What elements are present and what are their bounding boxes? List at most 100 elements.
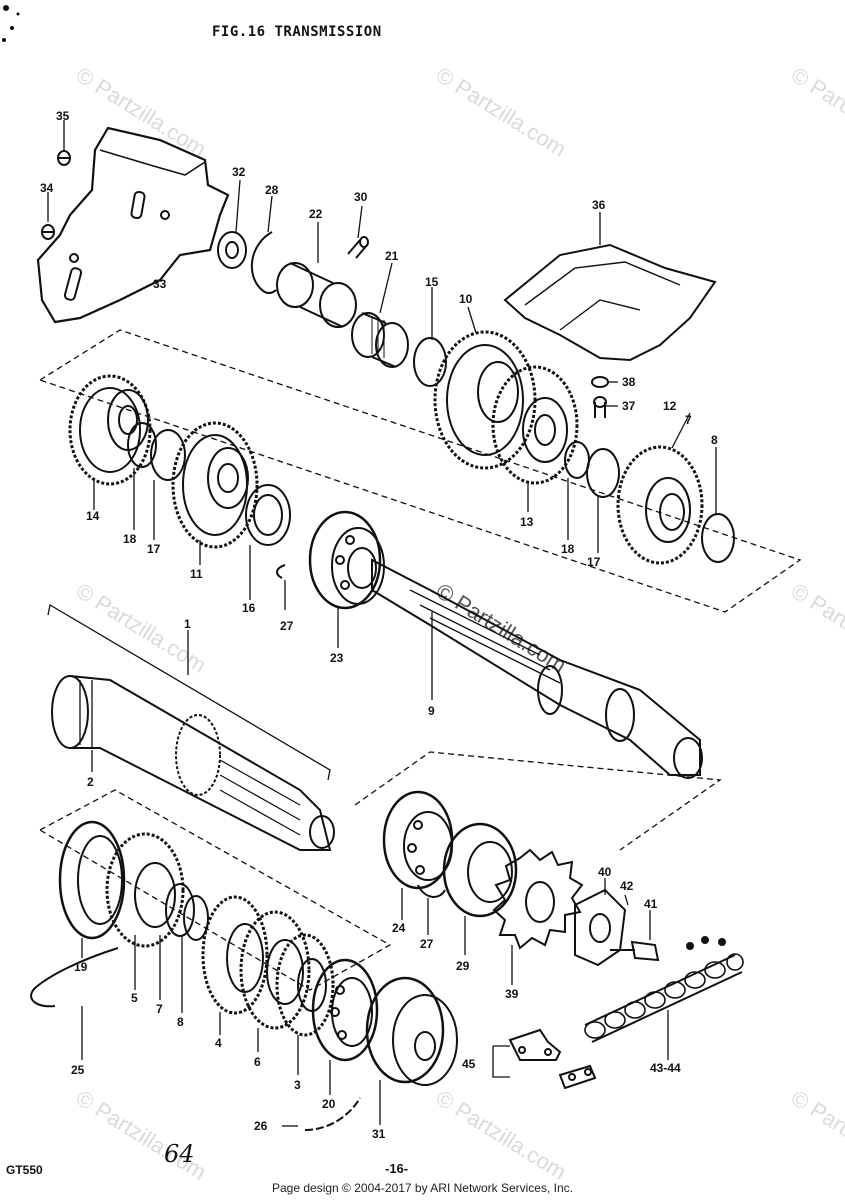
part-label-5: 5 bbox=[131, 991, 138, 1005]
part-label-23: 23 bbox=[330, 651, 344, 665]
part-label-7: 7 bbox=[685, 413, 692, 427]
part-label-1: 1 bbox=[184, 617, 191, 631]
part-label-31: 31 bbox=[372, 1127, 386, 1141]
part-label-40: 40 bbox=[598, 865, 612, 879]
part-label-13: 13 bbox=[520, 515, 534, 529]
part-label-8: 8 bbox=[711, 433, 718, 447]
gear-6 bbox=[239, 910, 311, 1030]
part-label-12: 12 bbox=[663, 399, 677, 413]
scan-specks bbox=[2, 5, 20, 42]
part-label-17: 17 bbox=[147, 542, 161, 556]
circlip-26 bbox=[304, 1097, 361, 1131]
master-link-45 bbox=[508, 1028, 597, 1090]
gear-4 bbox=[201, 895, 269, 1015]
part-label-9: 9 bbox=[428, 704, 435, 718]
bushing-22 bbox=[276, 262, 357, 328]
circlip-27 bbox=[276, 564, 286, 579]
handwritten-note: 64 bbox=[164, 1140, 195, 1168]
part-label-27: 27 bbox=[280, 619, 294, 633]
part-label-27b: 27 bbox=[420, 937, 434, 951]
figure-title: FIG.16 TRANSMISSION bbox=[212, 24, 382, 40]
leader-lines bbox=[47, 120, 717, 1127]
screw-35 bbox=[57, 150, 71, 166]
page-number: -16- bbox=[385, 1161, 409, 1176]
part-label-35: 35 bbox=[56, 109, 70, 123]
needle-bearing-21 bbox=[351, 312, 409, 368]
bolt-37 bbox=[593, 396, 607, 418]
part-label-45: 45 bbox=[462, 1057, 476, 1071]
oil-seal-29 bbox=[442, 822, 518, 918]
washer-16 bbox=[245, 484, 291, 546]
part-label-18b: 18 bbox=[561, 542, 575, 556]
model-code: GT550 bbox=[6, 1163, 43, 1177]
bearing-20 bbox=[311, 958, 379, 1062]
part-label-8b: 8 bbox=[177, 1015, 184, 1029]
sprocket-39 bbox=[492, 848, 584, 950]
countershaft-group-panel bbox=[38, 329, 802, 613]
circlip-8 bbox=[701, 513, 735, 563]
washer-15 bbox=[413, 337, 447, 387]
part-label-19: 19 bbox=[74, 960, 88, 974]
part-label-29: 29 bbox=[456, 959, 470, 973]
part-label-4: 4 bbox=[215, 1036, 222, 1050]
part-label-21: 21 bbox=[385, 249, 399, 263]
part-label-2: 2 bbox=[87, 775, 94, 789]
part-label-33: 33 bbox=[153, 277, 167, 291]
part-label-10: 10 bbox=[459, 292, 473, 306]
gear-19 bbox=[58, 820, 126, 940]
part-label-28: 28 bbox=[265, 183, 279, 197]
part-label-20: 20 bbox=[322, 1097, 336, 1111]
part-label-14: 14 bbox=[86, 509, 100, 523]
guide-plate-36 bbox=[503, 243, 717, 362]
driveshaft-group-panel bbox=[38, 789, 392, 991]
part-label-6: 6 bbox=[254, 1055, 261, 1069]
part-label-15: 15 bbox=[425, 275, 439, 289]
bolt-41 bbox=[610, 940, 660, 962]
part-label-42: 42 bbox=[620, 879, 634, 893]
part-label-37: 37 bbox=[622, 399, 636, 413]
circlip-8b bbox=[183, 895, 209, 941]
part-label-41: 41 bbox=[644, 897, 658, 911]
circlip-28 bbox=[250, 231, 277, 294]
part-label-39: 39 bbox=[505, 987, 519, 1001]
gear-5 bbox=[105, 832, 185, 948]
part-label-3: 3 bbox=[294, 1078, 301, 1092]
sprocket-group-panel bbox=[354, 751, 722, 851]
part-label-30: 30 bbox=[354, 190, 368, 204]
part-label-38: 38 bbox=[622, 375, 636, 389]
part-label-7b: 7 bbox=[156, 1002, 163, 1016]
circlip-25 bbox=[30, 947, 119, 1008]
bracket-plate-33 bbox=[36, 126, 230, 324]
part-label-34: 34 bbox=[40, 181, 54, 195]
bearing-24 bbox=[382, 790, 454, 890]
part-label-43-44: 43-44 bbox=[650, 1061, 681, 1075]
circlip-17 bbox=[150, 429, 186, 481]
circlip-17b bbox=[586, 448, 620, 498]
washer-18 bbox=[127, 422, 157, 468]
gear-7 bbox=[616, 445, 704, 565]
gear-10 bbox=[433, 330, 537, 470]
pin-30 bbox=[347, 236, 369, 259]
part-label-11: 11 bbox=[190, 567, 203, 581]
bearing-23 bbox=[308, 510, 385, 610]
footer-copyright: Page design © 2004-2017 by ARI Network S… bbox=[271, 1181, 573, 1195]
circlip-27b bbox=[417, 884, 446, 898]
washer-32 bbox=[217, 231, 247, 269]
part-label-17b: 17 bbox=[587, 555, 601, 569]
bearing-cap-31 bbox=[365, 976, 458, 1086]
countershaft-9 bbox=[371, 558, 703, 779]
part-label-36: 36 bbox=[592, 198, 606, 212]
part-label-22: 22 bbox=[309, 207, 323, 221]
part-label-16: 16 bbox=[242, 601, 256, 615]
drive-chain-43-44 bbox=[584, 936, 744, 1043]
gear-11 bbox=[171, 421, 259, 549]
gear-13 bbox=[491, 365, 579, 485]
part-label-25: 25 bbox=[71, 1063, 85, 1077]
screw-34 bbox=[41, 224, 55, 240]
part-label-32: 32 bbox=[232, 165, 246, 179]
lock-plate-40 bbox=[574, 888, 627, 967]
part-1-bracket bbox=[47, 603, 331, 781]
part-label-18: 18 bbox=[123, 532, 137, 546]
washer-38 bbox=[591, 376, 609, 388]
